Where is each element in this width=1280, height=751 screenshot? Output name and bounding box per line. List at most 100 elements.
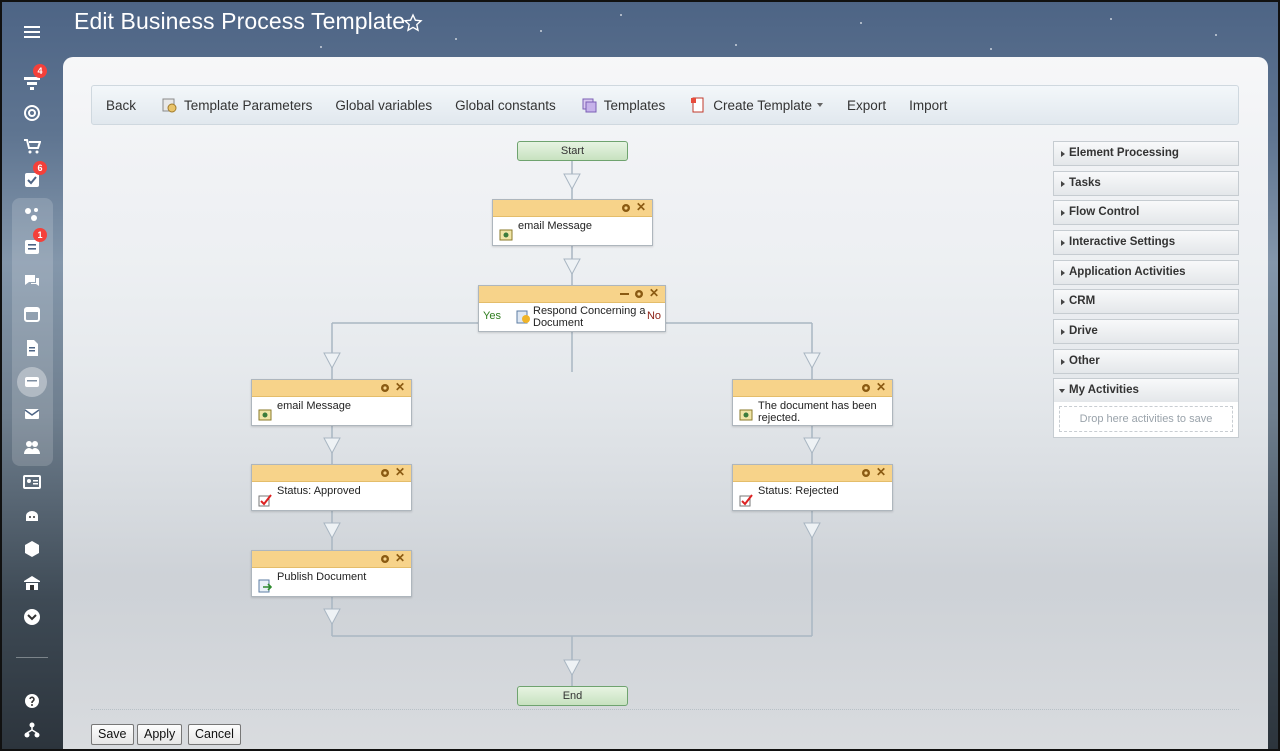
section-application-activities[interactable]: Application Activities — [1053, 260, 1239, 285]
import-button[interactable]: Import — [909, 97, 948, 113]
section-label: Drive — [1069, 325, 1098, 337]
section-drive[interactable]: Drive — [1053, 319, 1239, 344]
minimize-icon[interactable] — [620, 293, 629, 295]
close-icon[interactable]: ✕ — [875, 380, 887, 394]
more-chevron-icon[interactable] — [19, 604, 45, 630]
close-icon[interactable]: ✕ — [648, 286, 660, 300]
activity-label: email Message — [277, 400, 351, 412]
activity-label: The document has been rejected. — [758, 400, 877, 424]
parameters-icon — [162, 98, 177, 113]
chat-icon[interactable] — [19, 268, 45, 294]
funnel-icon[interactable]: 4 — [19, 64, 47, 96]
store-icon[interactable] — [19, 570, 45, 596]
page-title: Edit Business Process Template — [74, 8, 406, 34]
template-parameters-label: Template Parameters — [184, 97, 313, 113]
gear-icon[interactable] — [379, 382, 391, 394]
activity-publish-document[interactable]: ✕ Publish Document — [251, 550, 412, 597]
create-template-dropdown[interactable]: Create Template — [690, 85, 824, 125]
create-template-icon — [691, 97, 704, 113]
end-node[interactable]: End — [517, 686, 628, 706]
activity-respond-document[interactable]: ✕ Yes Respond Concerning a Document No — [478, 285, 666, 332]
cancel-button[interactable]: Cancel — [188, 724, 241, 745]
activity-email-message[interactable]: ✕ email Message — [492, 199, 653, 246]
approval-icon — [516, 310, 530, 324]
branch-yes-label: Yes — [483, 310, 501, 322]
triangle-right-icon — [1061, 329, 1065, 335]
network-icon[interactable] — [19, 201, 45, 227]
feed-icon[interactable]: 1 — [19, 228, 47, 260]
target-icon[interactable] — [19, 100, 45, 126]
close-icon[interactable]: ✕ — [394, 465, 406, 479]
section-crm[interactable]: CRM — [1053, 289, 1239, 314]
gear-icon[interactable] — [379, 553, 391, 565]
templates-label: Templates — [603, 97, 666, 113]
designer-toolbar: Back Template Parameters Global variable… — [91, 85, 1239, 125]
close-icon[interactable]: ✕ — [394, 380, 406, 394]
gear-icon[interactable] — [620, 202, 632, 214]
back-button[interactable]: Back — [106, 97, 137, 113]
activity-status-rejected[interactable]: ✕ Status: Rejected — [732, 464, 893, 511]
section-my-activities[interactable]: My Activities — [1053, 378, 1239, 403]
triangle-right-icon — [1061, 359, 1065, 365]
templates-icon — [582, 98, 597, 113]
rail-divider — [16, 657, 48, 658]
activity-label: Publish Document — [277, 571, 367, 583]
contact-card-icon[interactable] — [19, 469, 45, 495]
triangle-down-icon — [1059, 389, 1065, 393]
mail-icon[interactable] — [19, 401, 45, 427]
template-parameters-button[interactable]: Template Parameters — [161, 85, 312, 125]
activity-document-rejected-message[interactable]: ✕ The document has been rejected. — [732, 379, 893, 426]
section-flow-control[interactable]: Flow Control — [1053, 200, 1239, 225]
favorite-star-icon[interactable] — [403, 13, 423, 33]
section-other[interactable]: Other — [1053, 349, 1239, 374]
activity-label: email Message — [518, 220, 592, 232]
triangle-right-icon — [1061, 181, 1065, 187]
activity-email-message-approved[interactable]: ✕ email Message — [251, 379, 412, 426]
activities-drop-zone[interactable]: Drop here activities to save — [1059, 406, 1233, 432]
gear-icon[interactable] — [860, 382, 872, 394]
section-element-processing[interactable]: Element Processing — [1053, 141, 1239, 166]
activity-header: ✕ — [733, 380, 892, 397]
activity-label: Status: Approved — [277, 485, 361, 497]
section-tasks[interactable]: Tasks — [1053, 171, 1239, 196]
export-button[interactable]: Export — [847, 97, 887, 113]
email-icon — [499, 229, 513, 241]
global-constants-button[interactable]: Global constants — [455, 97, 556, 113]
start-node[interactable]: Start — [517, 141, 628, 161]
close-icon[interactable]: ✕ — [394, 551, 406, 565]
email-icon — [258, 409, 272, 421]
activity-header: ✕ — [252, 551, 411, 568]
help-icon[interactable] — [19, 688, 45, 714]
activity-header: ✕ — [479, 286, 665, 303]
global-variables-button[interactable]: Global variables — [335, 97, 433, 113]
activity-header: ✕ — [733, 465, 892, 482]
checklist-icon[interactable]: 6 — [19, 161, 47, 193]
apply-button[interactable]: Apply — [137, 724, 183, 745]
menu-icon[interactable] — [19, 19, 45, 45]
sitemap-icon[interactable] — [19, 717, 45, 743]
templates-button[interactable]: Templates — [581, 85, 666, 125]
inbox-icon[interactable] — [19, 369, 45, 395]
cart-icon[interactable] — [19, 133, 45, 159]
create-template-label: Create Template — [713, 97, 813, 113]
activity-label: Respond Concerning a Document — [533, 305, 646, 329]
activity-status-approved[interactable]: ✕ Status: Approved — [251, 464, 412, 511]
gear-icon[interactable] — [379, 467, 391, 479]
status-check-icon — [739, 494, 753, 507]
gear-icon[interactable] — [860, 467, 872, 479]
tasks-badge: 6 — [33, 161, 47, 175]
email-icon — [739, 409, 753, 421]
close-icon[interactable]: ✕ — [635, 200, 647, 214]
calendar-icon[interactable] — [19, 301, 45, 327]
gear-icon[interactable] — [633, 288, 645, 300]
save-button[interactable]: Save — [91, 724, 134, 745]
close-icon[interactable]: ✕ — [875, 465, 887, 479]
section-label: Element Processing — [1069, 147, 1179, 159]
section-label: CRM — [1069, 295, 1096, 307]
android-icon[interactable] — [19, 503, 45, 529]
document-icon[interactable] — [19, 335, 45, 361]
box-icon[interactable] — [19, 536, 45, 562]
section-interactive-settings[interactable]: Interactive Settings — [1053, 230, 1239, 255]
feed-badge: 1 — [33, 228, 47, 242]
users-icon[interactable] — [19, 434, 45, 460]
